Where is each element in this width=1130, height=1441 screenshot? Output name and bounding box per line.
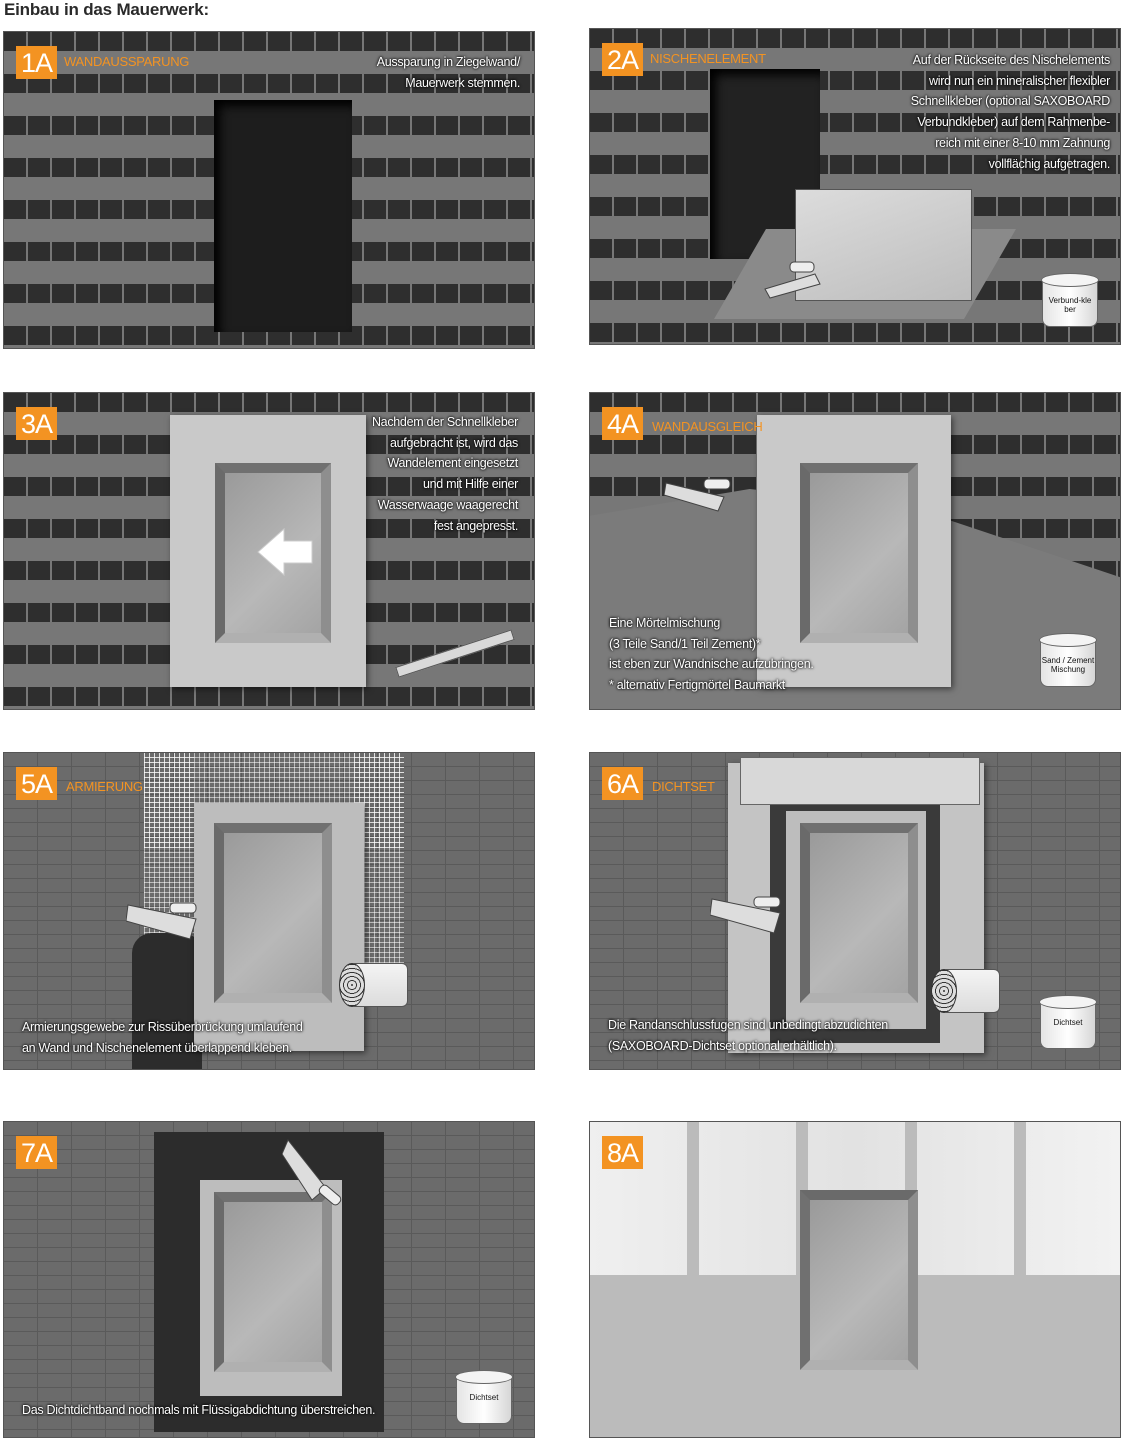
step-description: Das Dichtdichtband nochmals mit Flüssiga… — [22, 1403, 376, 1417]
step-panel-2a: 2A NISCHENELEMENT Auf der Rückseite des … — [589, 28, 1121, 345]
step-description: Eine Mörtelmischung(3 Teile Sand/1 Teil … — [609, 616, 814, 693]
niche-opening — [800, 823, 918, 1003]
bucket-icon: Dichtset — [1039, 995, 1097, 1049]
step-panel-1a: 1A WANDAUSSPARUNG Aussparung in Ziegelwa… — [3, 31, 535, 349]
trowel-icon — [764, 261, 821, 299]
niche-opening — [800, 463, 918, 643]
step-title: NISCHENELEMENT — [650, 51, 766, 66]
trowel-icon — [710, 896, 781, 934]
spirit-level-icon — [395, 629, 515, 678]
trowel-icon — [282, 1139, 342, 1206]
bucket-icon: Verbund-kle ber — [1041, 273, 1099, 327]
step-number: 2A — [602, 43, 644, 76]
step-number: 1A — [16, 46, 58, 79]
page-title: Einbau in das Mauerwerk: — [4, 0, 209, 19]
bucket-icon: Dichtset — [455, 1370, 513, 1424]
step-title: ARMIERUNG — [66, 779, 143, 794]
bucket-icon: Sand / Zement Mischung — [1039, 633, 1097, 687]
step-title: DICHTSET — [652, 779, 715, 794]
step-number: 8A — [602, 1136, 644, 1169]
step-description: Die Randanschlussfugen sind unbedingt ab… — [608, 1018, 888, 1053]
step-panel-8a: 8A — [589, 1121, 1121, 1438]
niche-opening — [800, 1190, 918, 1370]
step-panel-5a: 5A ARMIERUNG Armierungsgewebe zur Rissüb… — [3, 752, 535, 1070]
step-panel-4a: 4A WANDAUSGLEICH Eine Mörtelmischung(3 T… — [589, 392, 1121, 710]
tape-roll-icon — [931, 969, 1000, 1013]
step-number: 4A — [602, 407, 644, 440]
tape-roll-icon — [339, 963, 408, 1007]
wall-recess — [214, 100, 352, 332]
step-panel-6a: 6A DICHTSET Die Randanschlussfugen sind … — [589, 752, 1121, 1070]
niche-opening — [214, 823, 332, 1003]
seal-strip — [132, 933, 202, 1069]
step-description: Armierungsgewebe zur Rissüberbrückung um… — [22, 1020, 303, 1055]
step-title: WANDAUSSPARUNG — [64, 54, 190, 69]
step-title: WANDAUSGLEICH — [652, 419, 763, 434]
trowel-icon — [126, 902, 197, 940]
step-number: 6A — [602, 767, 644, 800]
step-description: Aussparung in Ziegelwand/Mauerwerk stemm… — [376, 55, 521, 90]
niche-opening — [214, 1192, 332, 1372]
sealing-tape — [740, 757, 980, 805]
arrow-left-icon — [257, 527, 313, 577]
niche-element — [795, 189, 972, 301]
trowel-icon — [664, 478, 731, 512]
step-number: 7A — [16, 1136, 58, 1169]
step-number: 3A — [16, 407, 58, 440]
step-number: 5A — [16, 767, 58, 800]
step-panel-7a: 7A Das Dichtdichtband nochmals mit Flüss… — [3, 1121, 535, 1438]
